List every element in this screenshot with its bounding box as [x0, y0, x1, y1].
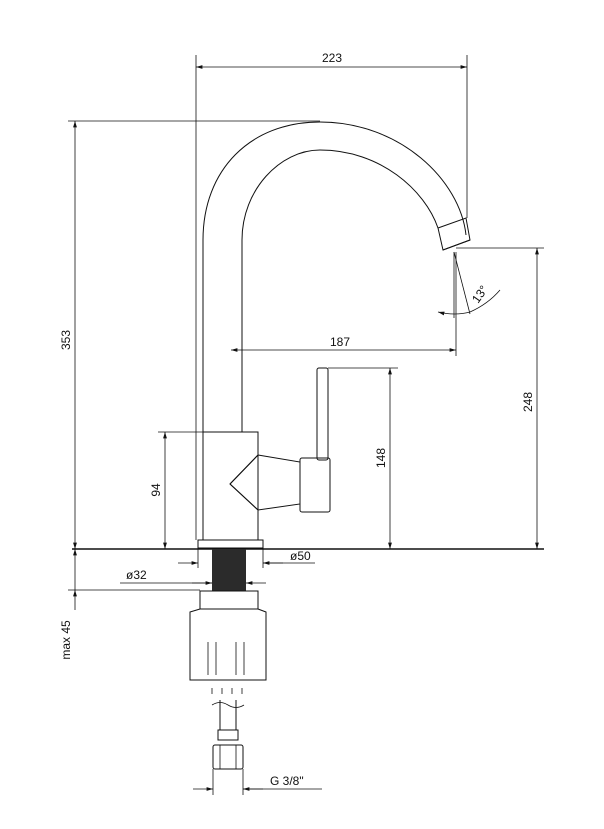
mounting-nut: [189, 608, 267, 681]
hose-ferrule: [217, 729, 239, 741]
spout-tip: [437, 217, 471, 251]
dim-spout-angle: 13°: [437, 251, 501, 318]
handle-lever: [316, 367, 329, 461]
dim-spout-reach: 187: [231, 252, 457, 356]
handle-block: [299, 457, 331, 513]
dim-spout-height-label: 248: [521, 392, 535, 412]
dim-hole-diameter: ø32: [120, 568, 266, 585]
dim-overall-height: 353: [59, 120, 320, 549]
dim-max-thickness-label: max 45: [59, 620, 73, 660]
dim-hole-diameter-label: ø32: [126, 568, 147, 582]
dim-base-diameter: ø50: [178, 548, 315, 568]
hose-nut: [212, 744, 244, 770]
dim-body-height: 94: [149, 431, 203, 549]
valve-cone-inner: [229, 454, 301, 511]
mounting-assembly: [189, 549, 267, 770]
dim-base-diameter-label: ø50: [290, 549, 311, 563]
hose-break: [211, 702, 245, 708]
mixer-body: [202, 431, 259, 541]
dim-spout-reach-label: 187: [330, 335, 350, 349]
dim-overall-width: 223: [195, 51, 468, 540]
threaded-shank: [212, 549, 246, 591]
dim-handle-height-label: 148: [374, 448, 388, 468]
spout-outer: [202, 121, 467, 432]
dim-spout-angle-label: 13°: [469, 283, 491, 306]
mounting-washer: [199, 590, 259, 610]
base-collar: [197, 539, 264, 549]
dim-max-thickness: max 45: [59, 549, 200, 660]
spout-inner: [241, 149, 439, 432]
dim-handle-height: 148: [328, 367, 398, 549]
dim-connection-label: G 3/8": [270, 774, 304, 788]
faucet-body: [197, 121, 471, 549]
dim-overall-height-label: 353: [59, 330, 73, 350]
nut-dashes: [211, 688, 243, 694]
aerator-end: [442, 239, 471, 251]
dim-connection: G 3/8": [193, 769, 322, 795]
dim-spout-height: 248: [456, 247, 544, 549]
valve-cone: [229, 454, 301, 511]
dim-body-height-label: 94: [149, 483, 163, 497]
dim-overall-width-label: 223: [322, 51, 342, 65]
